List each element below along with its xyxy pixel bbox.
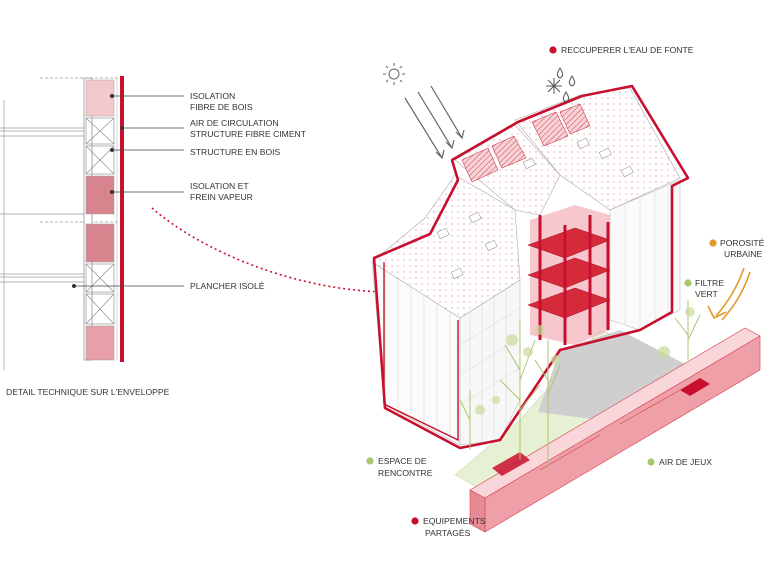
wind-arrow-icon <box>707 267 745 320</box>
shared-equipment-volume <box>469 327 761 533</box>
label-plancher-isole: PLANCHER ISOLÉ <box>190 281 265 291</box>
callout-dot-green-3 <box>647 458 655 466</box>
label-isolation-fibre-2: FIBRE DE BOIS <box>190 102 253 112</box>
label-isolation-frein-2: FREIN VAPEUR <box>190 192 253 202</box>
skylights <box>436 137 634 280</box>
callout-equipements: EQUIPEMENTS <box>423 516 486 526</box>
curved-arrow-icon <box>151 207 404 292</box>
solar-panel-1 <box>461 147 499 183</box>
detail-caption: DETAIL TECHNIQUE SUR L'ENVELOPPE <box>6 387 170 397</box>
label-structure-bois: STRUCTURE EN BOIS <box>190 147 281 157</box>
detail-labels: ISOLATION FIBRE DE BOIS AIR DE CIRCULATI… <box>6 91 307 397</box>
callout-porosite-2: URBAINE <box>724 249 762 259</box>
wind-arrow-icon-2 <box>721 271 751 321</box>
label-isolation-frein: ISOLATION ET <box>190 181 249 191</box>
callout-espace-2: RENCONTRE <box>378 468 433 478</box>
callout-eau-fonte: RECCUPERER L'EAU DE FONTE <box>561 45 694 55</box>
rays-arrow-icon <box>404 85 465 160</box>
tree-foliage <box>475 307 695 415</box>
callouts: RECCUPERER L'EAU DE FONTE POROSITÉ URBAI… <box>366 45 765 538</box>
raindrop-icon <box>556 67 576 103</box>
callout-filtre: FILTRE <box>695 278 724 288</box>
callout-dot-red <box>549 46 557 54</box>
callout-air-jeux: AIR DE JEUX <box>659 457 712 467</box>
envelope-inner-outline <box>383 262 459 442</box>
trees <box>459 300 701 470</box>
callout-porosite: POROSITÉ <box>720 238 765 248</box>
rear-facade-grid <box>624 186 669 330</box>
callout-dot-red-2 <box>411 517 419 525</box>
detail-leader-dots <box>72 94 124 288</box>
callout-dot-green-2 <box>366 457 374 465</box>
callout-dot-green <box>684 279 692 287</box>
snowflake-icon <box>546 78 562 94</box>
circulation-core <box>527 205 611 345</box>
wall-section-detail <box>0 76 124 370</box>
sun-icon <box>383 63 405 85</box>
detail-leaders <box>74 95 184 287</box>
callout-espace: ESPACE DE <box>378 456 427 466</box>
callout-filtre-2: VERT <box>695 289 719 299</box>
callout-equipements-2: PARTAGÉS <box>425 528 471 538</box>
label-air-circulation: AIR DE CIRCULATION <box>190 118 279 128</box>
axonometric-building <box>371 84 761 533</box>
solar-panel-3 <box>531 111 569 147</box>
callout-dot-orange <box>709 239 717 247</box>
label-isolation-fibre: ISOLATION <box>190 91 235 101</box>
label-air-circulation-2: STRUCTURE FIBRE CIMENT <box>190 129 307 139</box>
solar-panel-2 <box>491 135 527 169</box>
solar-panel-4 <box>559 103 591 135</box>
envelope-outline <box>372 84 690 450</box>
